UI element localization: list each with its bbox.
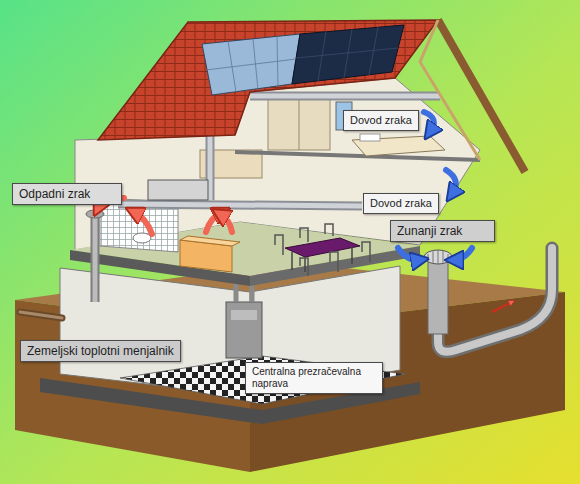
roof-part [438,20,525,172]
label-text: Zemeljski toplotni menjalnik [27,344,174,358]
ducts-part [250,94,440,99]
exhaust-arrows-part [220,214,232,232]
label-text: Odpadni zrak [19,187,115,201]
air-intake-tower-part [428,250,448,264]
underground-pipe-part [492,302,512,312]
kitchen [180,150,262,272]
label-text: Dovod zraka [350,114,412,127]
ventilation-unit-part [226,302,262,358]
ground-floor-slab-part [250,246,420,286]
exhaust-vent-part [93,214,98,302]
basement-part [20,312,62,318]
kitchen-part [180,236,240,246]
underground-pipe [438,248,552,352]
exhaust-arrows-part [134,212,152,234]
label-text: Zunanji zrak [397,224,488,238]
underground-pipe-part [438,248,552,352]
attic-part [268,96,330,150]
label-box: Odpadni zrak [12,183,122,205]
ventilation-unit [226,278,262,358]
exhaust-vent [86,210,104,302]
dining-table-part [275,224,370,276]
empty-label-box [148,180,208,200]
exhaust-vent-part [86,210,104,218]
attic [235,96,480,160]
dining-table-part-part [325,224,333,236]
ducts-part [118,204,362,206]
label-box: Zemeljski toplotni menjalnik [20,340,181,362]
label-box: Zunanji zrak [390,220,495,242]
ducts-part [250,92,440,101]
supply-arrows-part [446,170,456,194]
dining-table-part-part [300,258,308,276]
dining-table-part-part [330,252,338,272]
dining-table-part [285,238,360,257]
empty-label-box-part [148,180,208,200]
label-text: Centralna prezračevalna naprava [252,366,376,390]
basement-part [20,312,62,318]
bathroom-part [133,233,151,243]
dining-table-part-part [275,235,283,255]
ventilation-unit-part [231,310,257,320]
exhaust-vent-part [91,214,100,302]
supply-arrows-part [424,112,434,132]
dining-table [275,224,370,276]
dining-table-part-part [300,228,308,242]
label-box: Dovod zraka [363,193,439,214]
dining-table-part-part [362,242,370,262]
dining-table-part [292,246,352,272]
roof-part [420,20,480,160]
roof-part [206,36,296,92]
basement [20,266,420,424]
attic-part [235,152,480,160]
air-intake-tower [424,250,452,334]
roof [98,20,525,172]
ducts-part [118,204,362,206]
attic-part [360,134,380,141]
supply-arrows-part [454,248,472,260]
label-box: Dovod zraka [343,110,419,131]
roof-part [296,27,398,81]
attic-part [299,96,300,150]
label-box: Centralna prezračevalna naprava [245,362,383,394]
roof-part [202,34,300,95]
label-text: Dovod zraka [370,197,432,210]
roof-part [292,25,404,84]
air-intake-tower-part [428,258,448,334]
underground-pipe-part [438,248,552,352]
supply-arrows-part [398,248,420,260]
roof-part [98,20,438,140]
air-intake-tower-part [424,250,452,264]
